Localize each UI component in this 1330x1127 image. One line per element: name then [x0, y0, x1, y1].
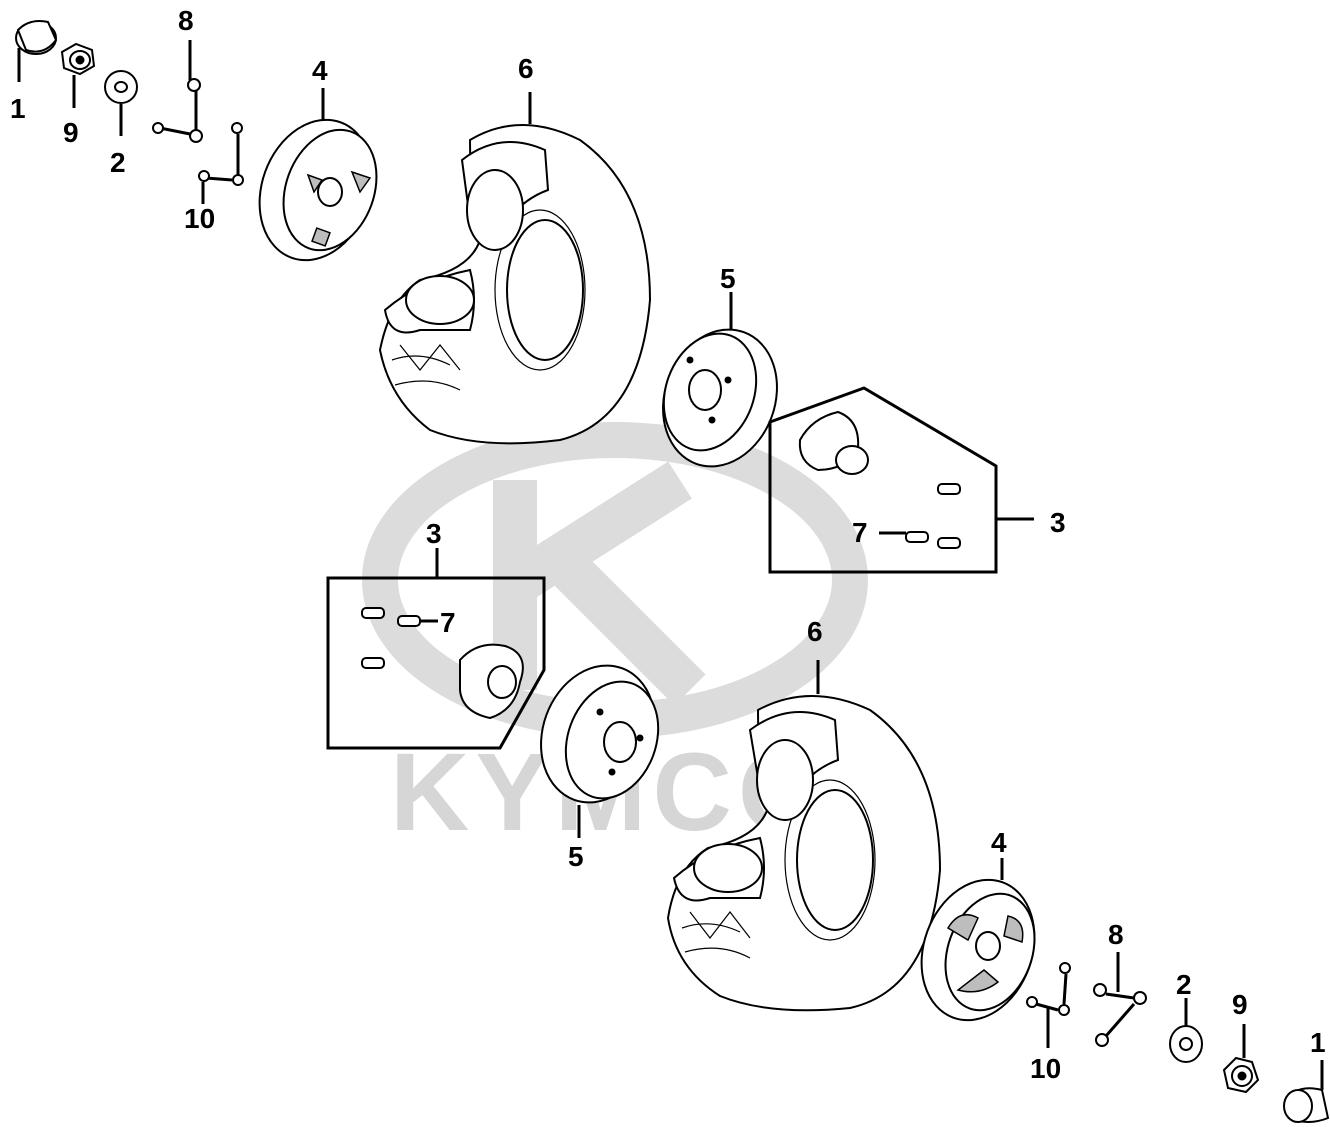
hubcap-top: [258, 88, 378, 262]
callout-kit-left: 3: [426, 518, 442, 549]
callout-tire-top: 6: [518, 53, 534, 84]
stud-top: [198, 122, 244, 204]
callout-bolt-right: 7: [852, 517, 868, 548]
lug-nut-bottom: [1222, 1024, 1260, 1094]
callout-hub-right: 5: [720, 263, 736, 294]
callout-stud-top: 10: [184, 203, 215, 234]
axle-kit-left: [326, 548, 546, 750]
callout-nut-top: 9: [63, 117, 79, 148]
callout-stud-bottom: 10: [1030, 1053, 1061, 1084]
end-cap-bottom: [1283, 1060, 1330, 1123]
callout-tire-bottom: 6: [807, 616, 823, 647]
callout-washer-top: 2: [110, 147, 126, 178]
axle-kit-right: [768, 386, 1034, 574]
hubcap-bottom: [920, 858, 1036, 1022]
wheel-hub-right: [662, 292, 778, 468]
washer-top: [104, 70, 138, 136]
wheel-hub-left: [540, 664, 660, 838]
end-cap-top: [15, 20, 58, 82]
callout-bolt-left: 7: [440, 607, 456, 638]
callout-cap-top: 1: [10, 93, 26, 124]
callout-washer-bottom: 2: [1176, 969, 1192, 1000]
callout-kit-right: 3: [1050, 507, 1066, 538]
callout-hub-left: 5: [568, 841, 584, 872]
tire-bottom: [666, 660, 942, 1012]
tire-top: [378, 92, 652, 445]
callout-hubcap-top: 4: [312, 55, 328, 86]
washer-bottom: [1169, 998, 1203, 1063]
callout-nut-bottom: 9: [1232, 989, 1248, 1020]
valve-bottom: [1093, 952, 1147, 1047]
callout-cap-bottom: 1: [1310, 1027, 1326, 1058]
callout-hubcap-bottom: 4: [991, 827, 1007, 858]
lug-nut-top: [60, 42, 96, 108]
callout-valve-bottom: 8: [1108, 919, 1124, 950]
stud-bottom: [1026, 962, 1071, 1048]
valve-top: [152, 40, 203, 143]
callout-valve-top: 8: [178, 5, 194, 36]
